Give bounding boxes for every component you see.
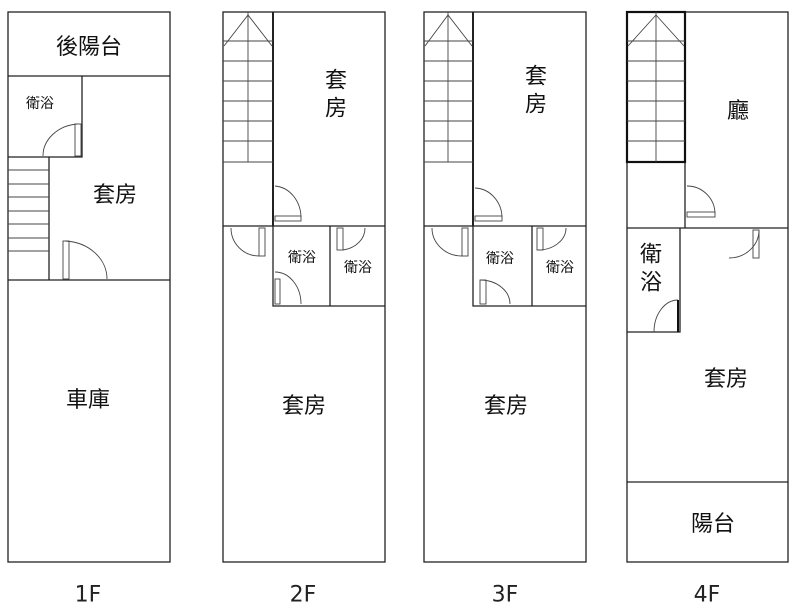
floor-1-stairs	[8, 169, 49, 252]
room-suite-front-2f: 套房	[321, 68, 346, 124]
room-bath-1f: 衛浴	[26, 96, 54, 112]
room-bath-a-2f: 衛浴	[288, 250, 316, 266]
room-bath-b-2f: 衛浴	[344, 260, 372, 276]
floor-label-4f: 4F	[693, 582, 721, 608]
room-suite-back-3f: 套房	[483, 394, 529, 419]
room-bath-b-3f: 衛浴	[546, 260, 574, 276]
room-balcony-4f: 陽台	[690, 512, 736, 537]
floor-label-3f: 3F	[491, 582, 519, 608]
floor-4-stairs	[625, 10, 687, 164]
room-suite-back-2f: 套房	[281, 394, 327, 419]
room-hall-4f: 廳	[726, 99, 750, 124]
room-rear-balcony-1f: 後陽台	[55, 35, 123, 60]
floor-1-walls	[7, 11, 171, 563]
floor-label-2f: 2F	[289, 582, 317, 608]
room-suite-front-3f: 套房	[521, 64, 546, 120]
floor-2-doors	[230, 185, 366, 305]
floor-3-stairs	[424, 12, 473, 163]
floor-2-stairs	[223, 12, 273, 163]
floor-3-doors	[431, 187, 567, 305]
room-suite-4f: 套房	[703, 367, 749, 392]
floor-label-1f: 1F	[74, 582, 102, 608]
floor-3-walls	[423, 11, 587, 563]
floor-4-doors	[653, 185, 760, 333]
room-suite-1f: 套房	[92, 183, 138, 208]
floor-1-doors	[42, 123, 108, 280]
room-bath-a-3f: 衛浴	[486, 251, 514, 267]
room-garage-1f: 車庫	[65, 388, 111, 413]
room-bath-4f: 衛浴	[636, 242, 661, 298]
floor-2-walls	[222, 11, 386, 563]
